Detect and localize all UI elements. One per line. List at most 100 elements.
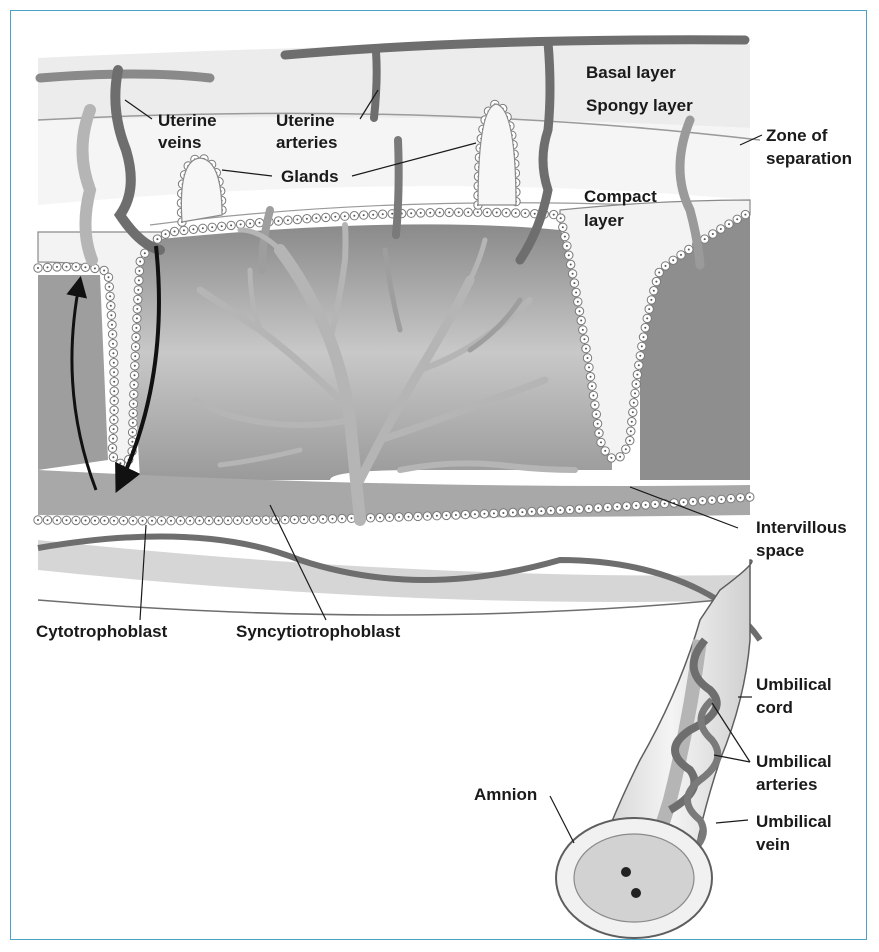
cell-nucleus bbox=[634, 392, 636, 394]
cell-nucleus bbox=[379, 517, 381, 519]
cell-nucleus bbox=[483, 513, 485, 515]
cell-nucleus bbox=[585, 348, 587, 350]
cell-nucleus bbox=[728, 223, 730, 225]
cell-nucleus bbox=[294, 519, 296, 521]
cell-nucleus bbox=[720, 498, 722, 500]
cell-nucleus bbox=[334, 216, 336, 218]
cell-nucleus bbox=[426, 515, 428, 517]
cell-nucleus bbox=[720, 228, 722, 230]
cell-nucleus bbox=[94, 267, 96, 269]
cell-nucleus bbox=[135, 346, 137, 348]
cell-nucleus bbox=[575, 292, 577, 294]
cell-nucleus bbox=[37, 519, 39, 521]
cell-nucleus bbox=[590, 376, 592, 378]
cell-nucleus bbox=[464, 514, 466, 516]
cell-nucleus bbox=[616, 506, 618, 508]
cell-nucleus bbox=[595, 413, 597, 415]
cell-nucleus bbox=[436, 515, 438, 517]
cell-nucleus bbox=[578, 508, 580, 510]
cell-nucleus bbox=[94, 520, 96, 522]
cell-nucleus bbox=[131, 441, 133, 443]
cell-nucleus bbox=[502, 512, 504, 514]
cell-nucleus bbox=[646, 317, 648, 319]
cell-nucleus bbox=[597, 507, 599, 509]
cell-nucleus bbox=[597, 423, 599, 425]
cell-nucleus bbox=[246, 519, 248, 521]
cell-nucleus bbox=[382, 213, 384, 215]
cell-nucleus bbox=[180, 520, 182, 522]
cell-nucleus bbox=[325, 216, 327, 218]
cell-nucleus bbox=[218, 520, 220, 522]
cell-nucleus bbox=[749, 496, 751, 498]
cell-nucleus bbox=[564, 236, 566, 238]
cell-nucleus bbox=[594, 404, 596, 406]
cell-nucleus bbox=[259, 222, 261, 224]
label-umbilical-cord: Umbilical cord bbox=[756, 675, 836, 717]
cell-nucleus bbox=[113, 362, 115, 364]
cell-nucleus bbox=[144, 252, 146, 254]
cell-nucleus bbox=[315, 217, 317, 219]
cell-nucleus bbox=[477, 211, 479, 213]
cell-nucleus bbox=[448, 211, 450, 213]
cell-nucleus bbox=[230, 224, 232, 226]
cell-nucleus bbox=[398, 516, 400, 518]
cell-nucleus bbox=[410, 212, 412, 214]
cell-nucleus bbox=[103, 270, 105, 272]
cell-nucleus bbox=[524, 212, 526, 214]
cell-nucleus bbox=[47, 519, 49, 521]
cell-nucleus bbox=[639, 355, 641, 357]
cell-nucleus bbox=[633, 402, 635, 404]
cell-nucleus bbox=[540, 510, 542, 512]
cell-nucleus bbox=[658, 272, 660, 274]
cell-nucleus bbox=[135, 327, 137, 329]
cell-nucleus bbox=[303, 518, 305, 520]
cell-nucleus bbox=[702, 500, 704, 502]
cell-nucleus bbox=[550, 510, 552, 512]
cell-nucleus bbox=[139, 261, 141, 263]
cell-nucleus bbox=[515, 212, 517, 214]
cell-nucleus bbox=[512, 512, 514, 514]
uterine-artery-4 bbox=[396, 140, 399, 235]
cell-nucleus bbox=[237, 519, 239, 521]
cell-nucleus bbox=[635, 505, 637, 507]
cell-nucleus bbox=[108, 286, 110, 288]
label-intervillous-space: Intervillous space bbox=[756, 518, 851, 560]
cell-nucleus bbox=[712, 233, 714, 235]
cell-nucleus bbox=[133, 403, 135, 405]
label-glands: Glands bbox=[281, 167, 339, 186]
cell-nucleus bbox=[711, 499, 713, 501]
cell-nucleus bbox=[138, 279, 140, 281]
cell-nucleus bbox=[341, 518, 343, 520]
cell-nucleus bbox=[591, 385, 593, 387]
cell-nucleus bbox=[655, 281, 657, 283]
cell-nucleus bbox=[132, 412, 134, 414]
cell-nucleus bbox=[600, 441, 602, 443]
cell-nucleus bbox=[521, 511, 523, 513]
umbilical-cord bbox=[556, 560, 752, 938]
cell-nucleus bbox=[132, 520, 134, 522]
cell-nucleus bbox=[137, 289, 139, 291]
cell-nucleus bbox=[653, 290, 655, 292]
cell-nucleus bbox=[165, 233, 167, 235]
cell-nucleus bbox=[151, 520, 153, 522]
cell-nucleus bbox=[467, 211, 469, 213]
cell-nucleus bbox=[66, 266, 68, 268]
cell-nucleus bbox=[420, 212, 422, 214]
cell-nucleus bbox=[654, 503, 656, 505]
cell-nucleus bbox=[112, 352, 114, 354]
cell-nucleus bbox=[174, 231, 176, 233]
cell-nucleus bbox=[119, 462, 121, 464]
cell-nucleus bbox=[221, 225, 223, 227]
cell-nucleus bbox=[553, 214, 555, 216]
cell-nucleus bbox=[730, 498, 732, 500]
label-umbilical-arteries: Umbilical arteries bbox=[756, 752, 836, 794]
cell-nucleus bbox=[249, 223, 251, 225]
cell-nucleus bbox=[363, 214, 365, 216]
cell-nucleus bbox=[353, 215, 355, 217]
cell-nucleus bbox=[704, 238, 706, 240]
cell-nucleus bbox=[322, 518, 324, 520]
cell-nucleus bbox=[458, 211, 460, 213]
cell-nucleus bbox=[112, 447, 114, 449]
